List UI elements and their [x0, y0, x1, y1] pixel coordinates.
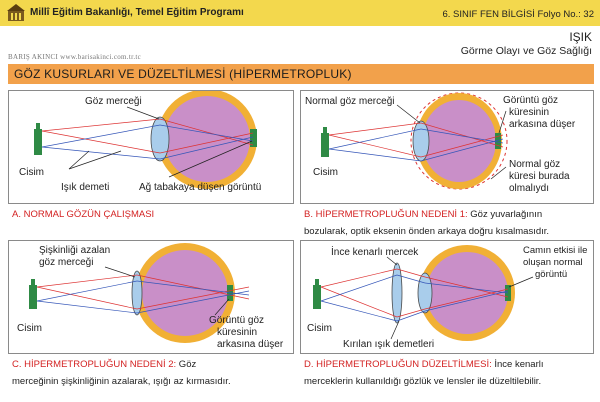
eye-lens	[417, 272, 433, 314]
light-rays-blue	[36, 280, 250, 314]
label-normal-3: olmalıydı	[509, 183, 549, 194]
label-effect-3: görüntü	[535, 269, 567, 280]
label-refracted: Kırılan ışık demetleri	[343, 339, 434, 350]
retina-image	[495, 133, 501, 149]
leader-lines	[396, 104, 507, 180]
light-rays-blue	[320, 274, 509, 322]
caption-a-text: A. NORMAL GÖZÜN ÇALIŞMASI	[12, 209, 155, 220]
caption-c-line2: merceğinin şişkinliğinin azalarak, ışığı…	[12, 376, 231, 387]
label-object: Cisim	[307, 323, 332, 334]
label-lens-1: Şişkinliği azalan	[39, 245, 110, 256]
convex-correction-lens	[391, 262, 403, 324]
eye-lens	[412, 120, 430, 162]
folio-number: 6. SINIF FEN BİLGİSİ Folyo No.: 32	[442, 9, 594, 20]
caption-d-heading: D. HİPERMETROPLUĞUN DÜZELTİLMESİ:	[304, 359, 492, 370]
caption-d: D. HİPERMETROPLUĞUN DÜZELTİLMESİ: İnce k…	[304, 356, 544, 390]
label-image-2: küresinin	[509, 107, 549, 118]
panel-a-eye-diagram: Göz merceği Cisim Işık demeti Ağ tabakay…	[19, 89, 261, 193]
label-lens: Göz merceği	[85, 96, 142, 107]
label-object: Cisim	[17, 323, 42, 334]
label-object: Cisim	[313, 167, 338, 178]
subject-subtitle: Görme Olayı ve Göz Sağlığı	[460, 45, 592, 57]
label-rays: Işık demeti	[61, 182, 109, 193]
panel-b-diagram: Normal göz merceği Görüntü göz küresinin…	[300, 90, 594, 204]
label-normal-1: Normal göz	[509, 159, 560, 170]
object-bottle-icon	[313, 285, 321, 309]
author-credit: BARIŞ AKINCI www.barisakinci.com.tr.tc	[8, 53, 142, 61]
label-object: Cisim	[19, 167, 44, 178]
label-image-1: Görüntü göz	[503, 95, 558, 106]
caption-c: C. HİPERMETROPLUĞUN NEDENİ 2: Göz merceğ…	[12, 356, 231, 390]
label-image-2: küresinin	[217, 327, 257, 338]
object-bottle-icon	[34, 129, 42, 155]
label-image-1: Görüntü göz	[209, 315, 264, 326]
main-title: GÖZ KUSURLARI VE DÜZELTİLMESİ (HİPERMETR…	[14, 67, 352, 81]
label-effect-2: oluşan normal	[523, 257, 583, 268]
caption-a: A. NORMAL GÖZÜN ÇALIŞMASI	[12, 206, 154, 223]
caption-b: B. HİPERMETROPLUĞUN NEDENİ 1: Göz yuvarl…	[304, 206, 549, 240]
eye-vitreous	[164, 96, 250, 182]
eye-vitreous	[142, 250, 228, 336]
caption-c-heading: C. HİPERMETROPLUĞUN NEDENİ 2:	[12, 359, 177, 370]
caption-b-text: Göz yuvarlağının	[467, 209, 543, 220]
object-bottle-icon	[29, 285, 37, 309]
leader-lines	[104, 266, 230, 316]
caption-d-line2: merceklerin kullanıldığı gözlük ve lensl…	[304, 376, 542, 387]
header-bar: Millî Eğitim Bakanlığı, Temel Eğitim Pro…	[0, 0, 600, 26]
panel-b-eye-diagram: Normal göz merceği Görüntü göz küresinin…	[305, 92, 576, 194]
label-normal-2: küresi burada	[509, 171, 570, 182]
caption-d-text: İnce kenarlı	[491, 359, 544, 370]
ministry-name: Millî Eğitim Bakanlığı, Temel Eğitim Pro…	[30, 7, 244, 18]
eye-lens-thin	[131, 270, 143, 316]
panel-d-diagram: İnce kenarlı mercek Camın etkisi ile olu…	[300, 240, 594, 354]
subject-title: IŞIK	[569, 30, 592, 44]
label-effect-1: Camın etkisi ile	[523, 245, 587, 256]
panel-c-eye-diagram: Şişkinliği azalan göz merceği Cisim Görü…	[17, 243, 284, 350]
label-lens: Normal göz merceği	[305, 96, 394, 107]
light-rays-red	[320, 268, 509, 318]
light-rays-blue	[328, 128, 504, 162]
leader-lines	[68, 106, 253, 178]
panel-c-diagram: Şişkinliği azalan göz merceği Cisim Görü…	[8, 240, 294, 354]
light-rays-blue	[41, 124, 254, 160]
label-retina: Ağ tabakaya düşen görüntü	[139, 182, 261, 193]
ministry-logo-icon	[7, 4, 25, 21]
eye-vitreous	[422, 100, 496, 182]
eye-vitreous	[426, 252, 508, 334]
leader-lines	[386, 256, 534, 340]
retina-image	[250, 129, 257, 147]
retina-image	[227, 285, 233, 301]
object-bottle-icon	[321, 133, 329, 157]
caption-c-text: Göz	[176, 359, 197, 370]
panel-d-eye-diagram: İnce kenarlı mercek Camın etkisi ile olu…	[307, 245, 587, 350]
eye-lens	[150, 116, 170, 162]
caption-b-line2: bozularak, optik eksenin önden arkaya do…	[304, 226, 550, 237]
label-lens: İnce kenarlı mercek	[331, 245, 419, 258]
panel-a-diagram: Göz merceği Cisim Işık demeti Ağ tabakay…	[8, 89, 294, 204]
normal-eye-outline	[410, 92, 508, 190]
caption-b-heading: B. HİPERMETROPLUĞUN NEDENİ 1:	[304, 209, 468, 220]
label-lens-2: göz merceği	[39, 257, 93, 268]
label-image-3: arkasına düşer	[509, 119, 576, 130]
main-title-bar	[8, 64, 594, 84]
label-image-3: arkasına düşer	[217, 339, 284, 350]
